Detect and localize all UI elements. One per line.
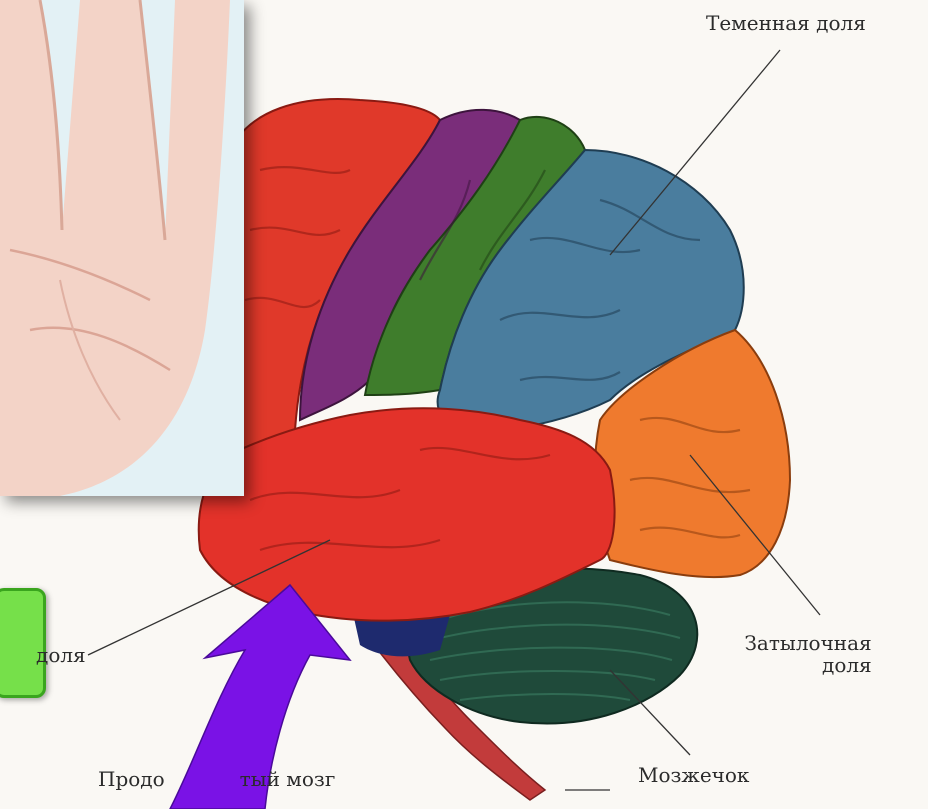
label-medulla-left: Продо [98,767,165,791]
label-occipital-line1: Затылочная [744,632,872,654]
label-medulla: Продо тый мозг [98,768,335,790]
label-temporal-lobe: доля [36,644,86,666]
label-occipital-lobe: Затылочная доля [744,632,872,676]
label-medulla-right: тый мозг [240,767,336,791]
label-parietal-lobe: Теменная доля [706,12,866,34]
palm-hand-photo [0,0,244,496]
label-cerebellum: Мозжечок [638,764,749,786]
label-occipital-line2: доля [822,654,872,676]
